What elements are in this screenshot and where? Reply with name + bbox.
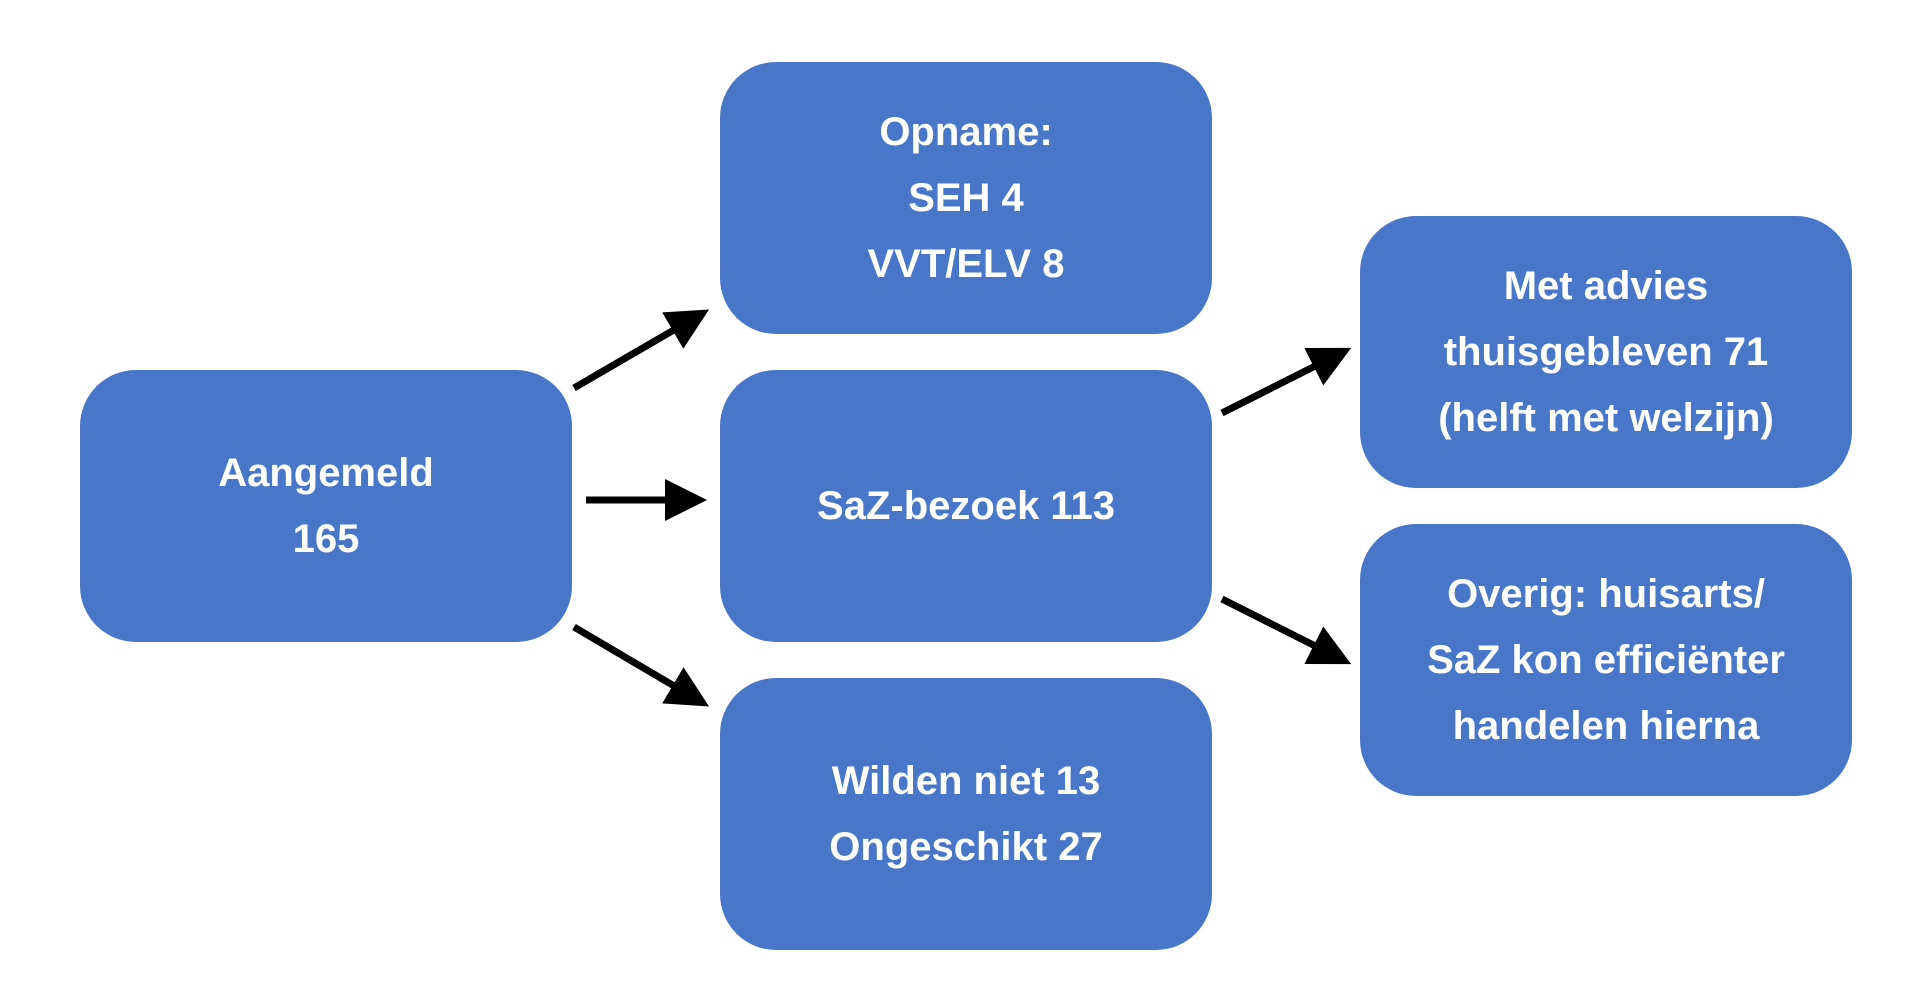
node-met-advies: Met advies thuisgebleven 71 (helft met w… xyxy=(1360,216,1852,488)
arrow-saz-to-advies xyxy=(1220,347,1352,417)
node-opname-label: Opname: SEH 4 VVT/ELV 8 xyxy=(867,110,1065,286)
node-overig: Overig: huisarts/ SaZ kon efficiënter ha… xyxy=(1360,524,1852,796)
node-wilden-niet: Wilden niet 13 Ongeschikt 27 xyxy=(720,678,1212,950)
node-wilden-niet-label: Wilden niet 13 Ongeschikt 27 xyxy=(829,759,1103,869)
node-met-advies-label: Met advies thuisgebleven 71 (helft met w… xyxy=(1438,264,1774,440)
node-saz-bezoek-label: SaZ-bezoek 113 xyxy=(817,484,1115,528)
node-saz-bezoek: SaZ-bezoek 113 xyxy=(720,370,1212,642)
node-overig-label: Overig: huisarts/ SaZ kon efficiënter ha… xyxy=(1427,572,1785,748)
node-aangemeld: Aangemeld 165 xyxy=(80,370,572,642)
arrow-aangemeld-to-opname xyxy=(572,309,710,392)
arrow-aangemeld-to-wilden xyxy=(572,623,710,707)
arrow-saz-to-overig xyxy=(1220,595,1352,665)
node-aangemeld-label: Aangemeld 165 xyxy=(218,451,434,561)
node-opname: Opname: SEH 4 VVT/ELV 8 xyxy=(720,62,1212,334)
